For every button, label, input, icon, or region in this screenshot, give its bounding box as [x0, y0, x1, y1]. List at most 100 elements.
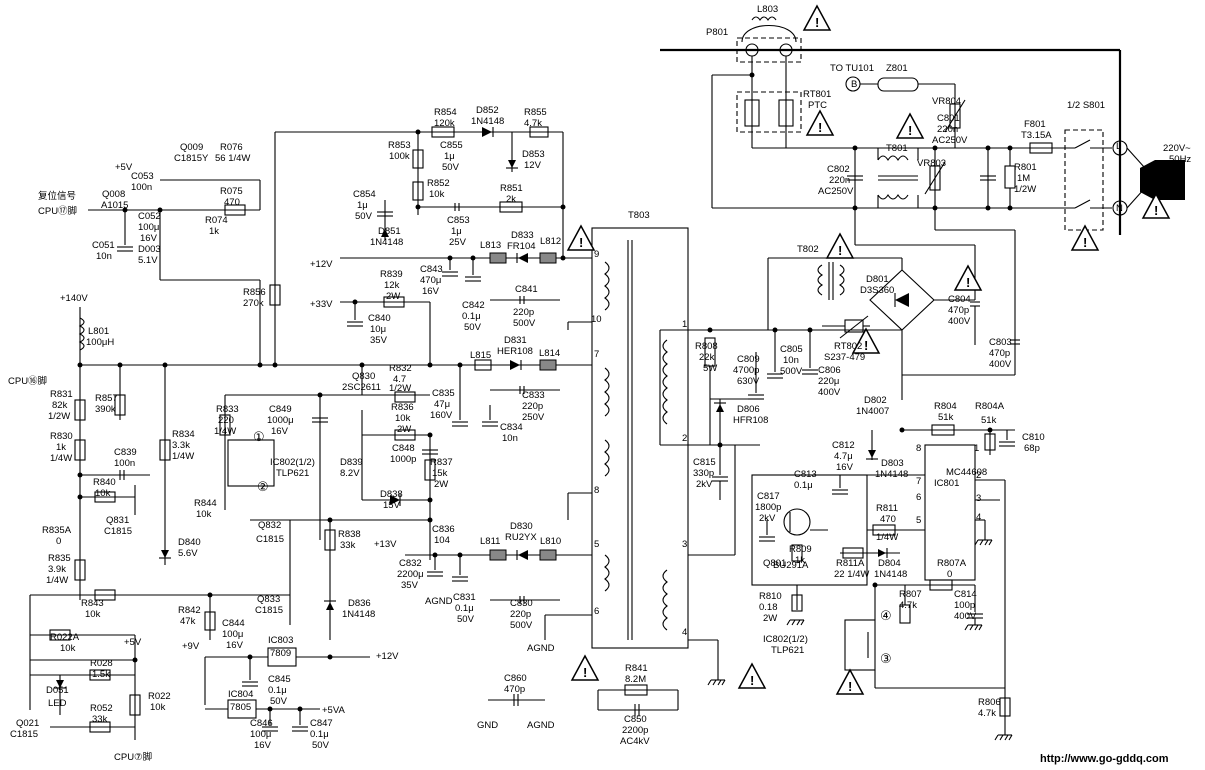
label-vr804: VR804: [932, 96, 961, 107]
label-r811Aa: R811A: [836, 558, 865, 569]
label-t802: T802: [797, 244, 819, 255]
label-r830c: 1/4W: [50, 453, 72, 464]
label-v5b: +5V: [124, 637, 142, 648]
label-d853a: D853: [522, 149, 545, 160]
label-r028a: R028: [90, 658, 113, 669]
label-d804b: 1N4148: [874, 569, 907, 580]
label-r852a: R852: [427, 178, 450, 189]
warning-icon: [954, 265, 982, 291]
label-d830a: D830: [510, 521, 533, 532]
label-c812c: 16V: [836, 462, 854, 473]
label-c835c: 160V: [430, 410, 453, 421]
pin-marker-pin_c2: ②: [257, 479, 269, 494]
label-v140: +140V: [60, 293, 88, 304]
label-d852b: 1N4148: [471, 116, 504, 127]
label-rt802b: S237-479: [824, 352, 865, 363]
label-ic801p3: 3: [976, 493, 981, 504]
label-r810a: R810: [759, 591, 782, 602]
label-r854a: R854: [434, 107, 457, 118]
label-r834b: 3.3k: [172, 440, 190, 451]
label-rt802a: RT802: [834, 341, 862, 352]
label-q832a: Q832: [258, 520, 281, 531]
label-c817c: 2kV: [759, 513, 776, 524]
label-r842a: R842: [178, 605, 201, 616]
label-c831a: C831: [453, 592, 476, 603]
label-r804Ab: 51k: [981, 415, 997, 426]
label-r838b: 33k: [340, 540, 356, 551]
label-r853b: 100k: [389, 151, 410, 162]
label-c845c: 50V: [270, 696, 288, 707]
label-r804Aa: R804A: [975, 401, 1005, 412]
label-c831c: 50V: [457, 614, 475, 625]
label-r052a: R052: [90, 703, 113, 714]
label-ic801p8: 8: [916, 443, 921, 454]
label-r844b: 10k: [196, 509, 212, 520]
label-d803a: D803: [881, 458, 904, 469]
label-c846c: 16V: [254, 740, 272, 751]
label-c846a: C846: [250, 718, 273, 729]
label-r806a: R806: [978, 697, 1001, 708]
label-r837b: 15k: [432, 468, 448, 479]
label-pin10: 10: [591, 314, 602, 325]
label-r833a: R833: [216, 404, 239, 415]
label-r835Ab: 0: [56, 536, 61, 547]
label-t803: T803: [628, 210, 650, 221]
label-c052a: C052: [138, 211, 161, 222]
label-r807a: R807: [899, 589, 922, 600]
label-r839c: 2W: [386, 291, 400, 302]
label-r810c: 2W: [763, 613, 777, 624]
label-r811Ab: 22 1/4W: [834, 569, 869, 580]
label-c815b: 330p: [693, 468, 714, 479]
warning-icon: [836, 669, 864, 695]
label-c847a: C847: [310, 718, 333, 729]
label-mains_l: L: [1116, 141, 1121, 152]
label-r074a: R074: [205, 215, 228, 226]
warning-icon: [803, 5, 831, 31]
label-r835a: R835: [48, 553, 71, 564]
label-c853c: 25V: [449, 237, 467, 248]
label-r833c: 1/4W: [214, 426, 236, 437]
label-c860b: 470p: [504, 684, 525, 695]
label-v5a: +5V: [115, 162, 133, 173]
label-c842a: C842: [462, 300, 485, 311]
label-r836b: 10k: [395, 413, 411, 424]
label-r841b: 8.2M: [625, 674, 646, 685]
label-r841a: R841: [625, 663, 648, 674]
label-r835c: 1/4W: [46, 575, 68, 586]
label-r852b: 10k: [429, 189, 445, 200]
label-r853a: R853: [388, 140, 411, 151]
label-c836a: C836: [432, 524, 455, 535]
label-c839b: 100n: [114, 458, 135, 469]
label-r022Aa: R022A: [50, 632, 80, 643]
label-r834a: R834: [172, 429, 195, 440]
label-c806c: 400V: [818, 387, 841, 398]
label-c833a: C833: [522, 390, 545, 401]
label-ic804: IC804: [228, 689, 253, 700]
label-v5va: +5VA: [322, 705, 345, 716]
label-r074b: 1k: [209, 226, 219, 237]
label-d839a: D839: [340, 457, 363, 468]
label-c804b: 470p: [948, 305, 969, 316]
label-r811c: 1/4W: [876, 532, 898, 543]
label-q801a: Q801: [763, 558, 786, 569]
label-r804a: R804: [934, 401, 957, 412]
label-c814c: 400V: [954, 611, 977, 622]
label-c831b: 0.1μ: [455, 603, 474, 614]
label-c841b: 220p: [513, 307, 534, 318]
label-r851a: R851: [500, 183, 523, 194]
label-c841c: 500V: [513, 318, 536, 329]
label-c803b: 470p: [989, 348, 1010, 359]
label-c844a: C844: [222, 618, 245, 629]
label-ic801p6: 6: [916, 492, 921, 503]
label-r856b: 270k: [243, 298, 264, 309]
label-mains_v: 220V~: [1163, 143, 1191, 154]
label-d830b: RU2YX: [505, 532, 537, 543]
label-r844a: R844: [194, 498, 217, 509]
label-d802a: D802: [864, 395, 887, 406]
label-c814b: 100p: [954, 600, 975, 611]
label-r076a: R076: [220, 142, 243, 153]
label-l801a: L801: [88, 326, 109, 337]
label-c854b: 1μ: [357, 200, 368, 211]
